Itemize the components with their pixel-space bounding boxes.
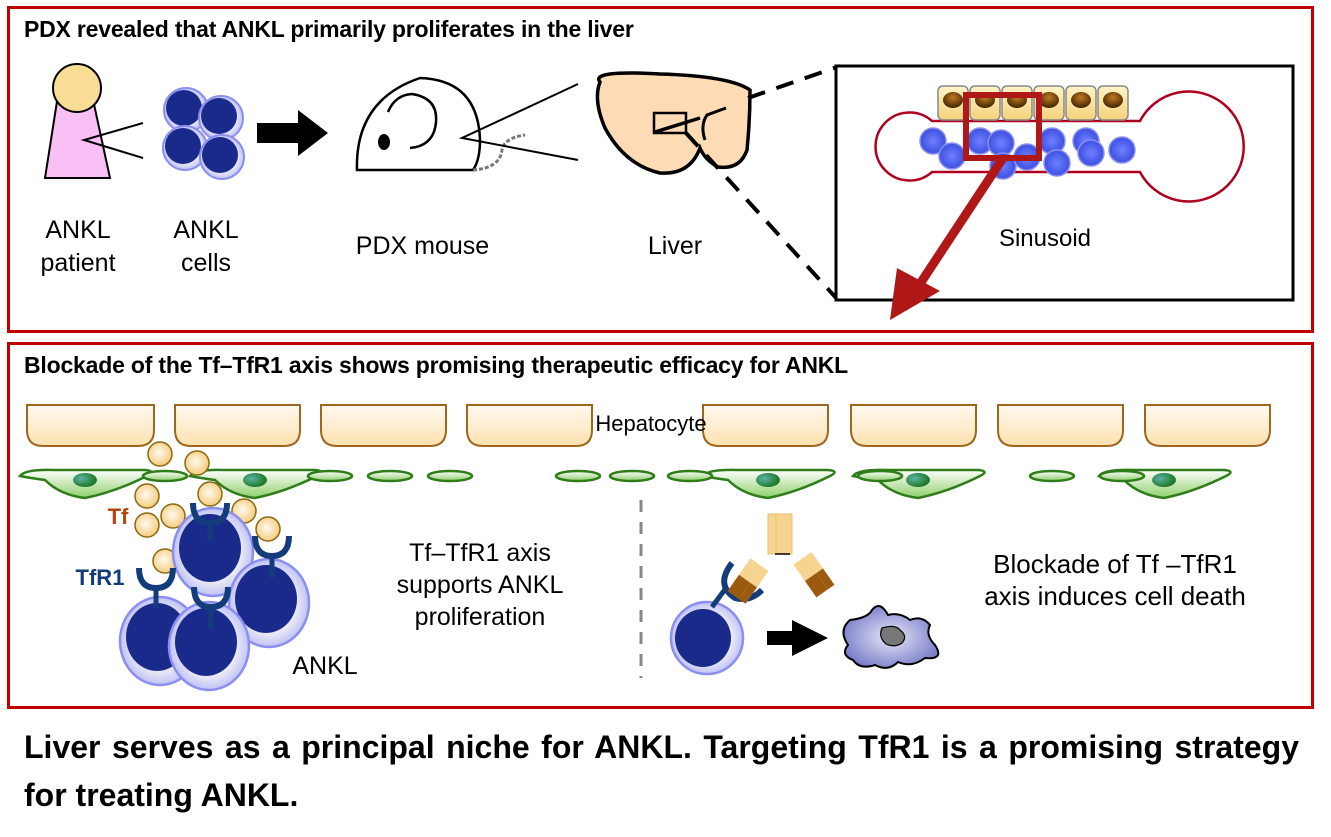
endothelial-cell-flat <box>554 469 602 483</box>
ankl-cell <box>167 600 251 692</box>
endothelial-row <box>17 468 1232 500</box>
patient-icon <box>43 63 144 179</box>
endothelial-cell-flat <box>426 469 474 483</box>
endothelial-cell-flat <box>856 469 904 483</box>
endothelial-cell-flat <box>141 469 189 483</box>
tf-particle <box>184 450 210 476</box>
sinusoid-label: Sinusoid <box>998 225 1092 252</box>
hepatocyte-row <box>26 404 1271 447</box>
right-caption-line1: Blockade of Tf –TfR1 <box>993 549 1237 579</box>
cells-label-line2: cells <box>180 249 231 277</box>
patient-label-line1: ANKL <box>45 216 111 244</box>
tfr1-receptor <box>191 586 231 629</box>
tfr1-receptor <box>190 502 230 541</box>
endothelial-nucleus <box>1152 473 1176 487</box>
endothelial-nucleus <box>243 473 267 487</box>
endothelial-cell-flat <box>366 469 414 483</box>
liver-icon <box>595 71 752 175</box>
mouse-icon <box>355 76 579 172</box>
cell-nucleus <box>235 565 297 633</box>
tf-label: Tf <box>107 504 129 529</box>
patient-label-line2: patient <box>40 249 116 277</box>
left-caption-line3: proliferation <box>414 603 546 631</box>
panel-pdx-title: PDX revealed that ANKL primarily prolife… <box>24 16 634 42</box>
left-caption-line1: Tf–TfR1 axis <box>409 539 551 567</box>
left-caption-line2: supports ANKL <box>396 571 564 599</box>
tfr1-receptor <box>252 535 292 578</box>
left-caption: Tf–TfR1 axis supports ANKL proliferation <box>350 537 610 633</box>
tf-particle <box>197 481 223 507</box>
tf-particle <box>134 512 160 538</box>
callout-line <box>747 64 841 100</box>
arrow-right-icon <box>767 620 828 656</box>
endothelial-cell-flat <box>1028 469 1076 483</box>
ankl-cell <box>227 557 311 649</box>
cell-nucleus <box>179 514 241 582</box>
endothelial-cell-flat <box>306 469 354 483</box>
liver-label: Liver <box>647 232 703 260</box>
patient-label: ANKL patient <box>38 214 118 280</box>
cell-nucleus <box>175 608 237 676</box>
arrow-right-icon <box>257 110 328 156</box>
endothelial-cell-flat <box>1098 469 1146 483</box>
endothelial-nucleus <box>906 473 930 487</box>
tf-particle <box>255 516 281 542</box>
endothelial-cell-flat <box>666 469 714 483</box>
transferrin-particles <box>134 441 281 574</box>
ankl-cell <box>171 506 255 598</box>
ankl-cells-icon <box>162 87 245 180</box>
panel-blockade-title: Blockade of the Tf–TfR1 axis shows promi… <box>24 352 849 378</box>
tfr1-label: TfR1 <box>75 565 125 590</box>
sinusoid-box <box>834 64 1295 302</box>
hepatocyte-label: Hepatocyte <box>595 411 706 436</box>
ankl-cell-cluster <box>118 502 311 692</box>
endothelial-cell-flat <box>608 469 656 483</box>
sinusoid-ankl-cells <box>919 127 1136 180</box>
cells-label-line1: ANKL <box>173 216 239 244</box>
tf-particle <box>147 441 173 467</box>
tf-particle <box>160 503 186 529</box>
mouse-label: PDX mouse <box>355 232 490 260</box>
endothelial-nucleus <box>73 473 97 487</box>
tfr1-receptor <box>136 567 176 608</box>
ankl-label: ANKL <box>292 652 358 680</box>
antibody-icon <box>727 513 835 604</box>
cells-label: ANKL cells <box>166 214 246 280</box>
right-caption-line2: axis induces cell death <box>984 581 1246 611</box>
tf-particle <box>134 483 160 509</box>
conclusion-text: Liver serves as a principal niche for AN… <box>24 729 1299 813</box>
endothelial-nucleus <box>756 473 780 487</box>
antibody-blockade <box>669 513 940 676</box>
right-caption: Blockade of Tf –TfR1 axis induces cell d… <box>945 548 1285 612</box>
callout-line <box>684 131 840 302</box>
zoom-arrow-icon <box>890 155 1007 320</box>
